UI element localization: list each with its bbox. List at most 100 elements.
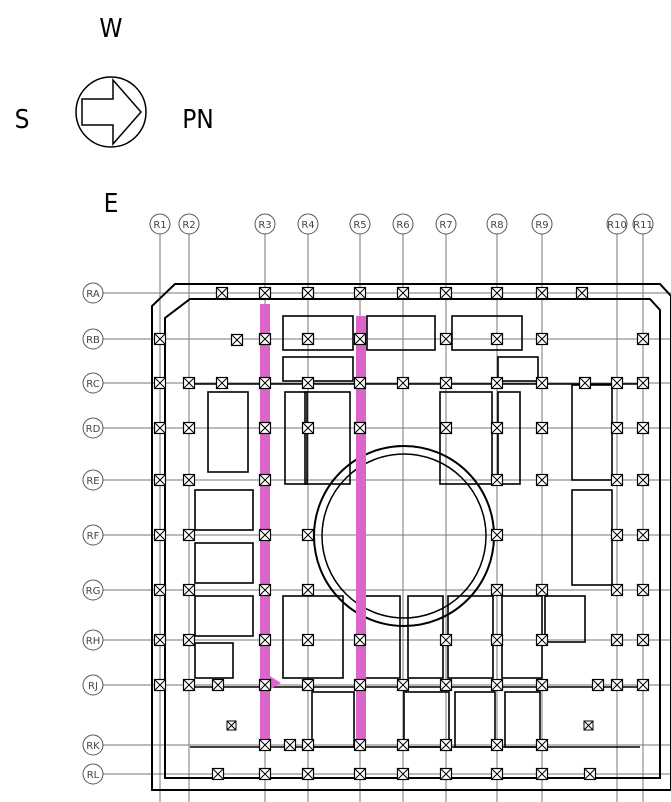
column-bubble-r11: R11 [632, 213, 654, 235]
row-bubble-re: RE [82, 469, 104, 491]
row-bubble-rc: RC [82, 372, 104, 394]
column-marker [610, 633, 624, 647]
column-marker [610, 473, 624, 487]
column-label: R2 [182, 220, 195, 231]
row-bubble-rg: RG [82, 579, 104, 601]
column-bubble-r8: R8 [486, 213, 508, 235]
column-marker [439, 767, 453, 781]
row-bubble-rd: RD [82, 417, 104, 439]
column-marker [535, 332, 549, 346]
column-marker [258, 473, 272, 487]
column-marker [439, 633, 453, 647]
row-bubble-rh: RH [82, 629, 104, 651]
column-marker [353, 376, 367, 390]
column-label: R11 [633, 220, 653, 231]
column-marker [490, 767, 504, 781]
column-marker [153, 678, 167, 692]
column-marker [490, 332, 504, 346]
column-label: R6 [396, 220, 409, 231]
highlighted-column-r5 [356, 316, 366, 746]
column-markers [153, 286, 650, 781]
row-label: RD [86, 424, 101, 435]
column-marker [301, 528, 315, 542]
column-marker [636, 473, 650, 487]
column-marker [353, 332, 367, 346]
column-marker [301, 738, 315, 752]
column-bubble-r7: R7 [435, 213, 457, 235]
row-label: RC [86, 379, 99, 390]
column-marker [591, 678, 605, 692]
column-marker [301, 286, 315, 300]
row-bubble-rl: RL [82, 763, 104, 785]
column-marker [211, 767, 225, 781]
row-label: RB [86, 335, 100, 346]
column-marker [301, 633, 315, 647]
column-marker [301, 583, 315, 597]
column-label: R4 [301, 220, 314, 231]
row-label: RE [86, 476, 99, 487]
row-bubble-ra: RA [82, 282, 104, 304]
column-marker [182, 583, 196, 597]
column-label: R7 [439, 220, 452, 231]
column-marker [490, 376, 504, 390]
column-marker [610, 678, 624, 692]
column-marker [153, 421, 167, 435]
column-marker [610, 528, 624, 542]
column-marker [535, 473, 549, 487]
column-marker [535, 421, 549, 435]
column-marker [258, 583, 272, 597]
row-label: RH [86, 636, 100, 647]
column-bubble-r3: R3 [254, 213, 276, 235]
column-marker [153, 583, 167, 597]
row-label: RA [86, 289, 100, 300]
column-bubble-r1: R1 [149, 213, 171, 235]
column-label: R3 [258, 220, 271, 231]
column-label: R9 [535, 220, 548, 231]
column-marker [258, 332, 272, 346]
column-marker [396, 678, 410, 692]
column-bubbles: R1 R2 R3 R4 R5 R6 R7 R8 R9 R10 R11 [149, 213, 654, 235]
column-label: R5 [353, 220, 366, 231]
column-marker [215, 286, 229, 300]
column-marker [353, 286, 367, 300]
row-bubble-rj: RJ [82, 674, 104, 696]
column-marker [535, 767, 549, 781]
column-marker [230, 333, 244, 347]
column-marker [610, 583, 624, 597]
column-marker [396, 767, 410, 781]
column-marker [439, 376, 453, 390]
grid-lines-vertical [159, 234, 644, 802]
row-label: RK [86, 741, 100, 752]
compass-right-label: PN [182, 105, 214, 135]
compass-bottom-label: E [104, 189, 119, 219]
column-bubble-r10: R10 [606, 213, 628, 235]
column-marker [301, 376, 315, 390]
column-marker [535, 678, 549, 692]
column-marker [490, 421, 504, 435]
column-marker [258, 738, 272, 752]
column-marker [258, 528, 272, 542]
compass-circle [75, 76, 147, 148]
column-marker [153, 528, 167, 542]
column-marker [439, 421, 453, 435]
compass-top-label: W [99, 14, 122, 44]
compass-arrow-icon [81, 78, 142, 146]
column-marker [439, 332, 453, 346]
column-marker [439, 286, 453, 300]
column-marker [490, 678, 504, 692]
grid-lines-horizontal [94, 292, 671, 775]
column-bubble-r2: R2 [178, 213, 200, 235]
column-marker [283, 738, 297, 752]
column-marker [258, 376, 272, 390]
column-marker [301, 421, 315, 435]
column-bubble-r4: R4 [297, 213, 319, 235]
column-marker [182, 376, 196, 390]
column-marker [258, 286, 272, 300]
central-circle [313, 445, 495, 627]
column-marker [353, 421, 367, 435]
column-marker [636, 678, 650, 692]
column-marker [301, 332, 315, 346]
row-bubble-rk: RK [82, 734, 104, 756]
